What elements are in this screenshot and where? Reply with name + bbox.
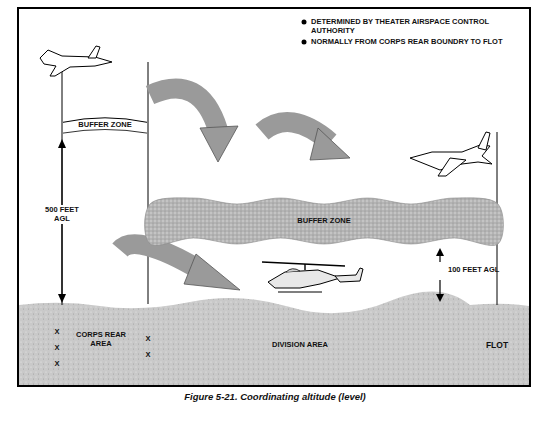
area-label: CORPS REAR AREA [70,330,132,349]
rotor [262,262,345,266]
boundary-line [148,62,149,304]
buffer-zone-band: BUFFER ZONE [150,196,498,246]
flow-arrow [150,88,218,130]
skid [278,291,322,292]
arrowhead [58,294,66,303]
band-fill [145,198,504,246]
arrowhead [200,126,238,162]
note-text: NORMALLY FROM CORPS REAR BOUNDRY TO FLOT [311,37,516,46]
canopy [286,269,300,272]
boundary-symbol: X [51,327,63,336]
arrowhead [436,294,444,302]
zone-label: BUFFER ZONE [297,217,350,225]
buffer-zone-band: BUFFER ZONE [63,116,147,134]
band-edge [63,130,147,134]
ground [19,291,529,385]
note-text: DETERMINED BY THEATER AIRSPACE CONTROL A… [311,17,516,36]
arrowhead [310,128,350,160]
boundary-symbol: X [51,359,63,368]
figure-caption: Figure 5-21. Coordinating altitude (leve… [0,391,550,402]
fuselage [268,270,340,288]
jet-fin [478,132,490,150]
jet-wing [438,158,466,176]
jet [410,132,492,176]
boundary-symbol: X [142,350,154,359]
helicopter [262,262,363,292]
arrowhead [184,254,240,290]
jet-fin [88,46,100,58]
area-label: DIVISION AREA [250,340,350,349]
frame [18,8,530,386]
bullet [302,20,307,25]
arrowhead [58,139,66,148]
dimension-label: 100 FEET AGL [448,265,518,274]
boundary-symbol: X [51,343,63,352]
jet [40,46,112,76]
jet-body [40,50,112,76]
area-label: FLOT [480,340,514,351]
arrowhead [436,248,444,256]
dimension-label: 500 FEET AGL [44,205,80,224]
boundary-symbol: X [142,334,154,343]
mast [304,264,305,270]
boundary-line [62,62,63,305]
zone-label: BUFFER ZONE [78,121,131,129]
tail [335,268,363,282]
bullet [302,40,307,45]
flow-arrow [120,244,200,270]
